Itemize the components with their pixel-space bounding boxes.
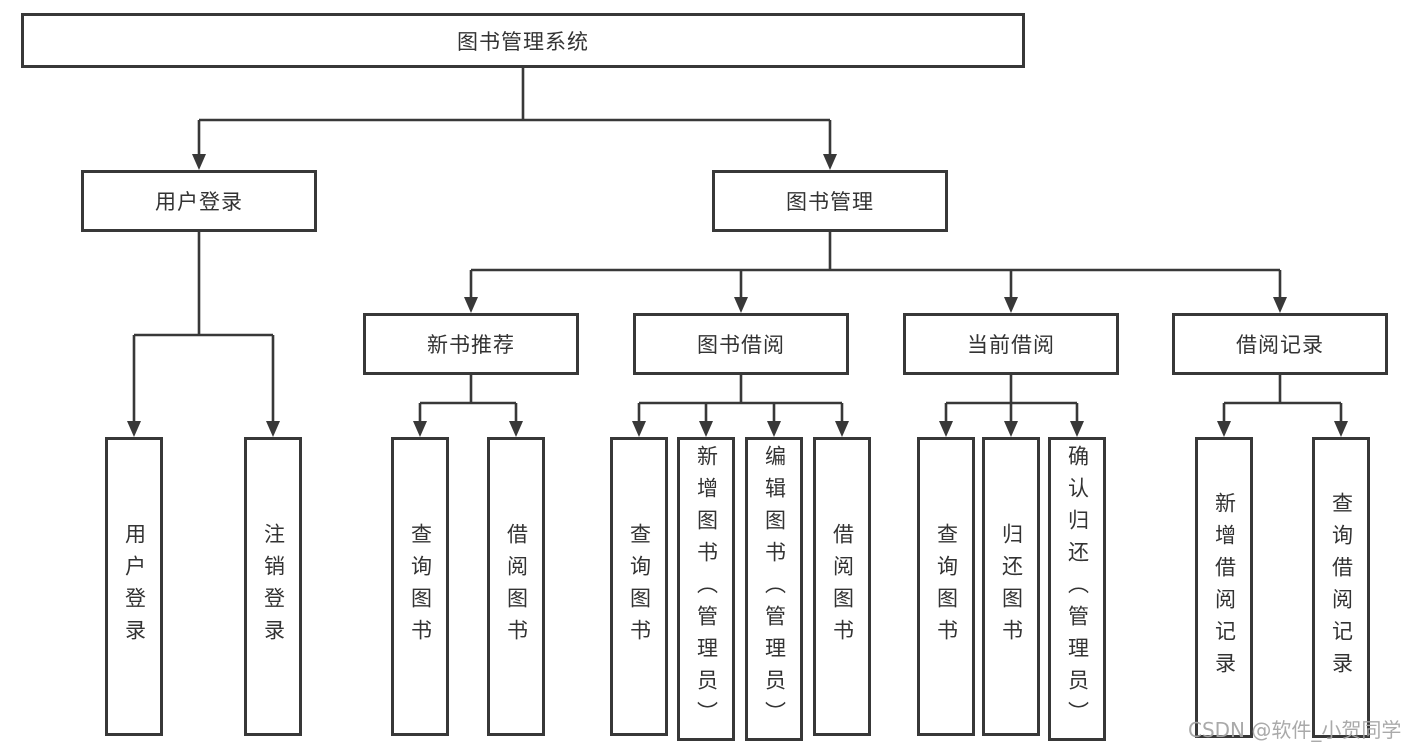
node-user-login: 用户登录 bbox=[105, 437, 163, 736]
node-current-query-books: 查询图书 bbox=[917, 437, 975, 736]
node-current-borrowing: 当前借阅 bbox=[903, 313, 1119, 375]
node-book-borrowing: 图书借阅 bbox=[633, 313, 849, 375]
node-book-management-branch: 图书管理 bbox=[712, 170, 948, 232]
node-library-management-system: 图书管理系统 bbox=[21, 13, 1025, 68]
node-recommend-borrow-books: 借阅图书 bbox=[487, 437, 545, 736]
watermark: CSDN @软件_小贺同学 bbox=[1188, 718, 1402, 742]
node-user-login-branch: 用户登录 bbox=[81, 170, 317, 232]
node-borrowing-records: 借阅记录 bbox=[1172, 313, 1388, 375]
node-return-books: 归还图书 bbox=[982, 437, 1040, 736]
node-borrow-books: 借阅图书 bbox=[813, 437, 871, 736]
node-edit-books-admin: 编辑图书（管理员） bbox=[745, 437, 803, 741]
node-logout: 注销登录 bbox=[244, 437, 302, 736]
node-add-borrowing-record: 新增借阅记录 bbox=[1195, 437, 1253, 738]
node-query-borrowing-record: 查询借阅记录 bbox=[1312, 437, 1370, 738]
node-recommend-query-books: 查询图书 bbox=[391, 437, 449, 736]
node-new-book-recommendation: 新书推荐 bbox=[363, 313, 579, 375]
node-confirm-return-admin: 确认归还（管理员） bbox=[1048, 437, 1106, 741]
node-add-books-admin: 新增图书（管理员） bbox=[677, 437, 735, 741]
node-borrowing-query-books: 查询图书 bbox=[610, 437, 668, 736]
